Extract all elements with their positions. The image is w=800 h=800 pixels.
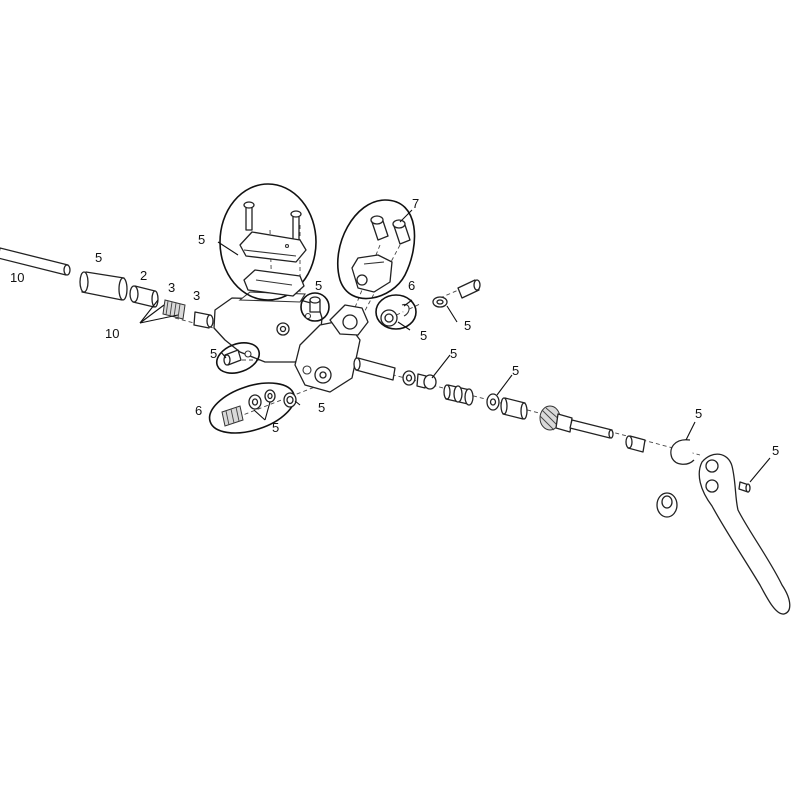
clamp-kit-callout-group: [337, 199, 416, 300]
callout-label-reach-washer: 5: [420, 328, 427, 343]
hose-cover: [79, 271, 128, 301]
pushrod-washer: [486, 393, 500, 411]
callout-label-reach-adjust: 6: [408, 278, 415, 293]
lever-circlip: [670, 439, 695, 465]
pushrod: [569, 419, 614, 439]
callout-leaders: [139, 209, 771, 483]
body-o-ring: [283, 392, 297, 408]
piston-assembly: [443, 384, 474, 406]
callout-labels: 10 5 2 3 3 10 5 7 5 6 5 6 5 5 5 5 5 5 5 …: [10, 196, 779, 458]
pushrod-end: [625, 435, 646, 453]
callout-label-bleed-port: 5: [315, 278, 322, 293]
callout-label-hose-cover: 5: [95, 250, 102, 265]
threaded-adjuster: [539, 405, 573, 433]
callout-label-reservoir-cap: 5: [198, 232, 205, 247]
hose-barb: [129, 285, 159, 308]
callout-label-piston-seal: 5: [450, 346, 457, 361]
callout-label-pivot-bolt: 5: [318, 400, 325, 415]
pivot-bolt: [416, 373, 437, 390]
callout-label-lever-clip: 5: [512, 363, 519, 378]
callout-label-pivot-bushing: 5: [210, 346, 217, 361]
reach-adjust-callout-group: [375, 294, 417, 330]
bleed-port-callout-group: [300, 292, 330, 322]
reach-bolt: [457, 279, 481, 299]
reach-washer: [432, 296, 448, 308]
pushrod-sleeve: [500, 397, 528, 420]
master-cylinder-body: [213, 291, 369, 393]
hydraulic-hose: [0, 247, 71, 276]
callout-label-fitting-group: 10: [105, 326, 119, 341]
callout-label-olive-b: 3: [193, 288, 200, 303]
callout-label-pushrod-washer: 5: [464, 318, 471, 333]
callout-label-hose: 10: [10, 270, 24, 285]
bleed-port-lower-callout-group: [215, 342, 261, 374]
bleed-screw-callout-group: [208, 382, 296, 434]
lever-pin-cap: [656, 492, 678, 518]
callout-label-clamp-kit: 7: [412, 196, 419, 211]
callout-label-bleed-screw-parts: 5: [272, 420, 279, 435]
pivot-bushing: [353, 357, 396, 381]
brake-lever: [698, 453, 791, 615]
pivot-washer: [402, 370, 416, 386]
reservoir-cap-callout-group: [219, 183, 317, 301]
callout-label-olive: 3: [168, 280, 175, 295]
compression-nut: [193, 311, 214, 329]
callout-label-set-screw: 5: [772, 443, 779, 458]
callout-label-lever-pin: 5: [695, 406, 702, 421]
compression-olive: [162, 299, 186, 320]
callout-label-barb: 2: [140, 268, 147, 283]
callout-label-bleed-screw-kit: 6: [195, 403, 202, 418]
set-screw: [738, 481, 751, 493]
